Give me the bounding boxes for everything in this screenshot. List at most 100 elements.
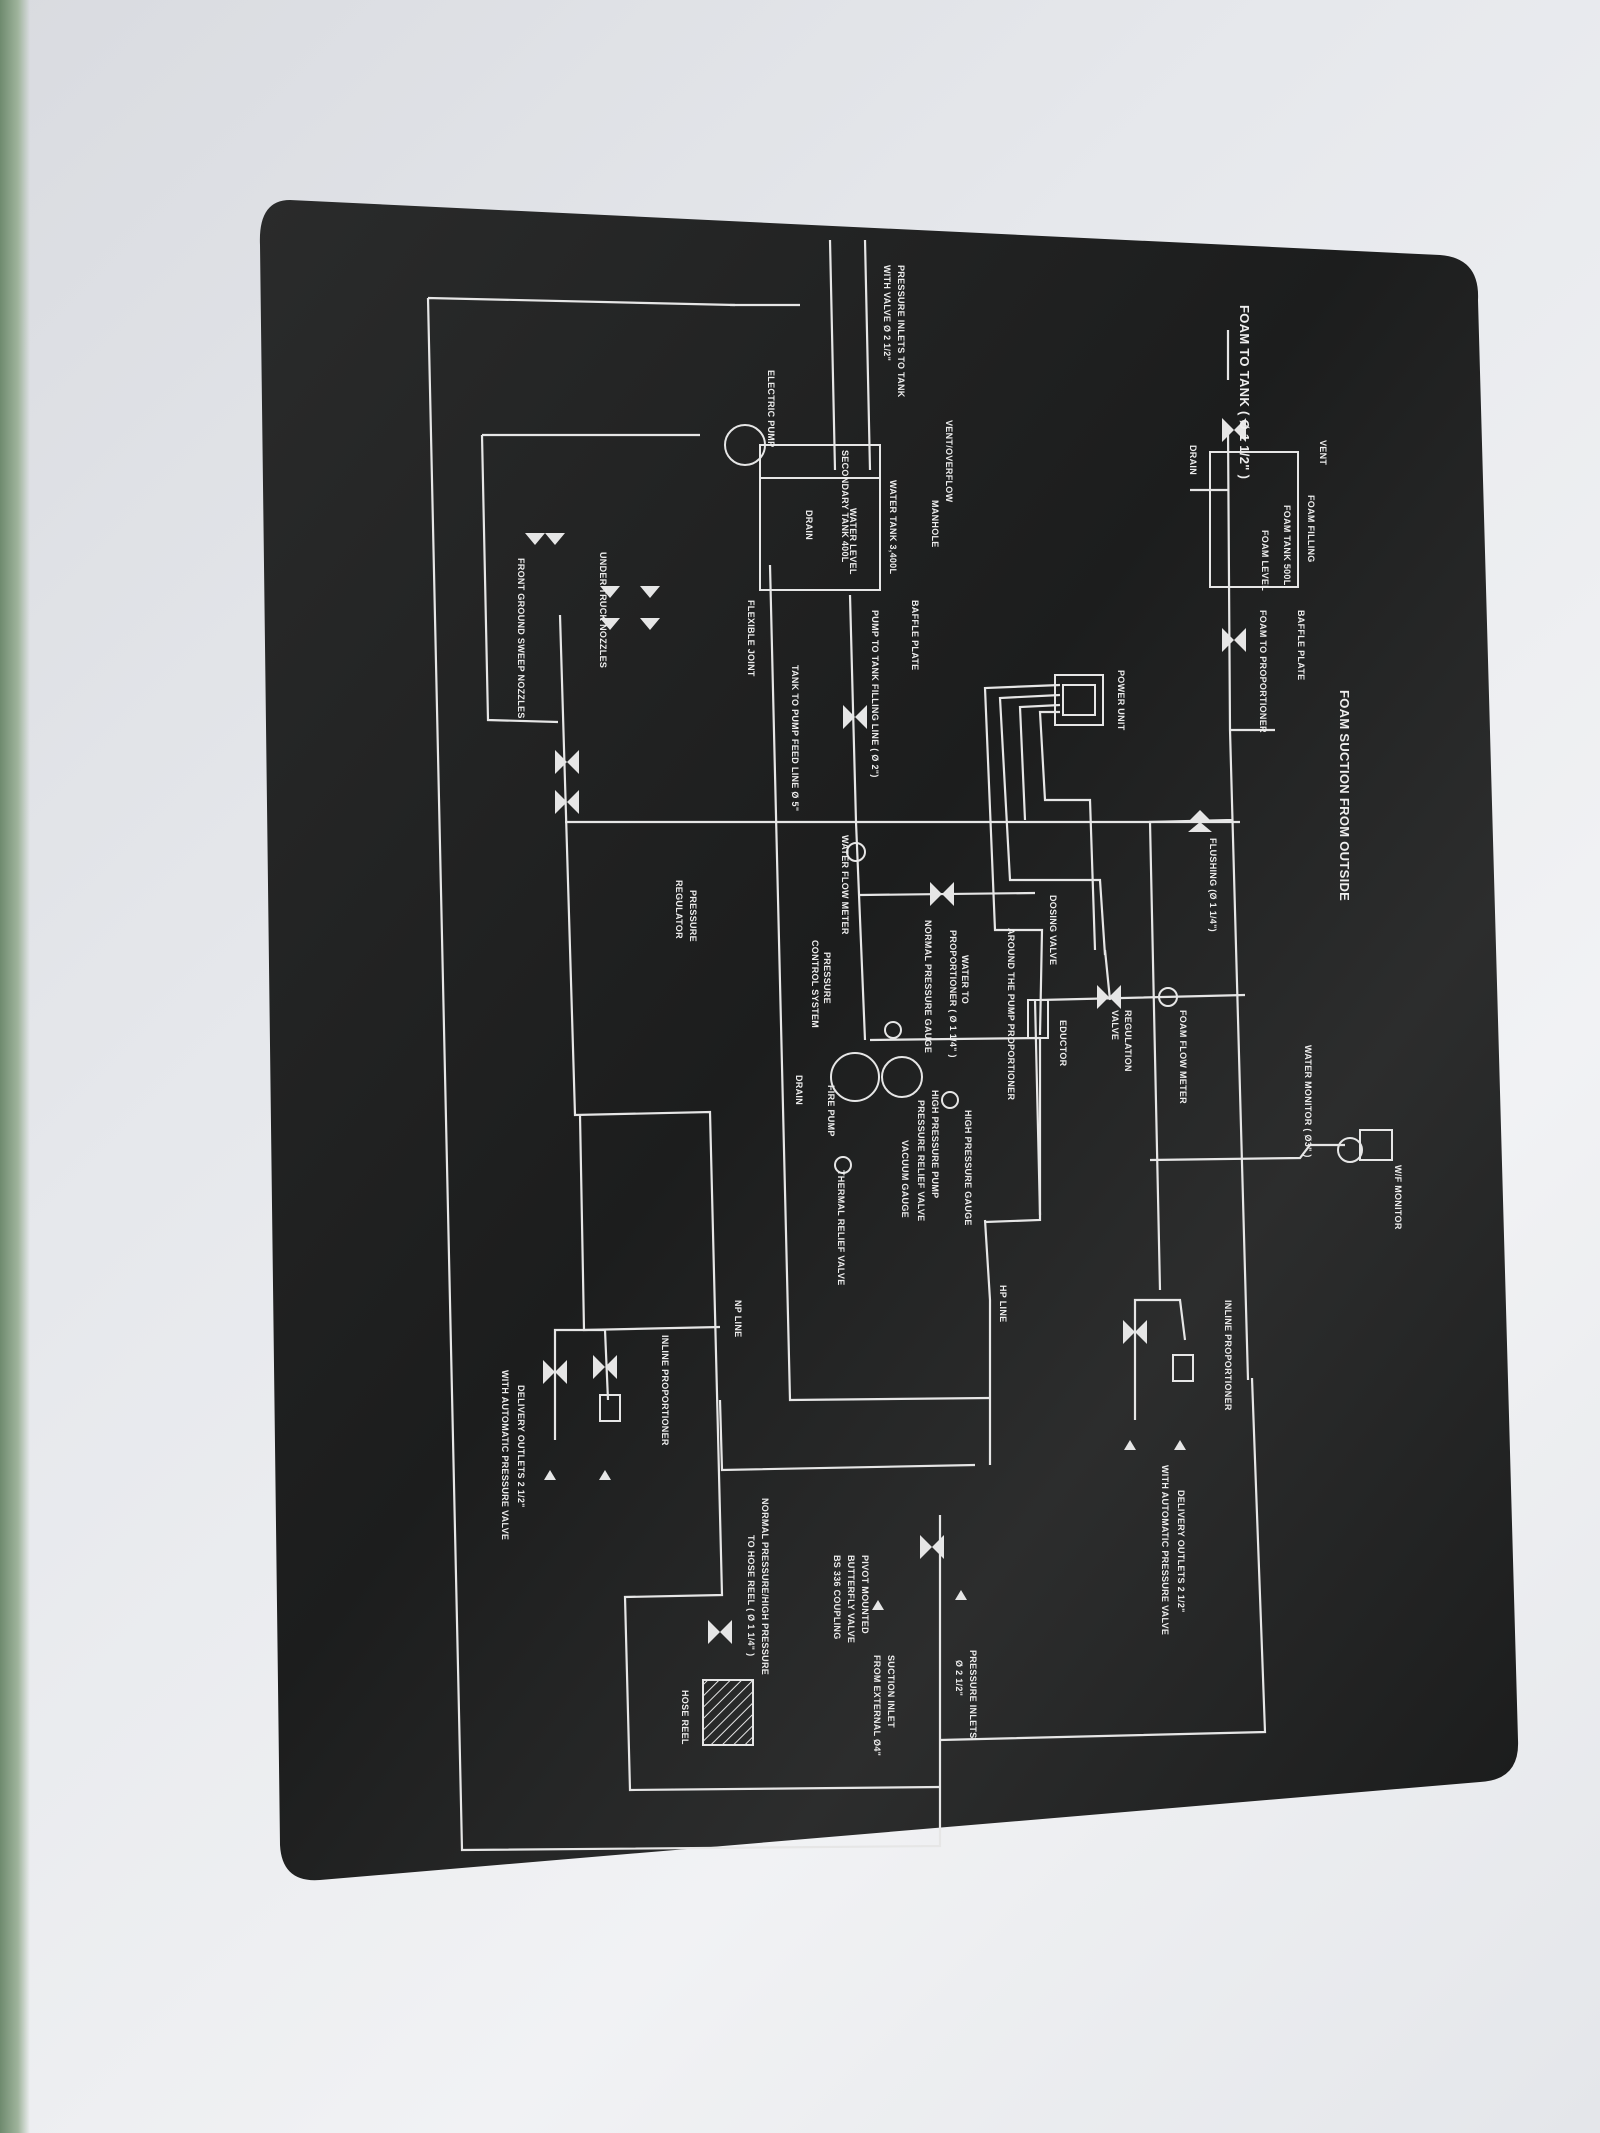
- high-pressure-pump: [881, 1056, 923, 1098]
- label-tank-to-pump: TANK TO PUMP FEED LINE Ø 5": [790, 665, 800, 811]
- label-water-to-2: PROPORTIONER ( Ø 1 1/4" ): [948, 930, 958, 1058]
- nozzles: [525, 533, 660, 630]
- label-baffle-plate-top: BAFFLE PLATE: [1296, 610, 1306, 680]
- left-delivery-lines: [553, 1328, 610, 1440]
- top-inlet-lines: [730, 239, 872, 471]
- label-hp-line: HP LINE: [998, 1285, 1008, 1322]
- label-foam-to-tank: FOAM TO TANK ( Ø 1 1/2" ): [1237, 305, 1252, 479]
- label-under-truck: UNDER TRUCK NOZZLES: [598, 552, 608, 668]
- label-foam-filling: FOAM FILLING: [1306, 495, 1316, 563]
- label-flushing: FLUSHING (Ø 1 1/4"): [1208, 838, 1218, 932]
- label-pressure-regulator-2: REGULATOR: [674, 880, 684, 939]
- label-high-pressure-gauge: HIGH PRESSURE GAUGE: [963, 1110, 973, 1226]
- label-delivery-left-1: DELIVERY OUTLETS 2 1/2": [516, 1385, 526, 1508]
- label-foam-suction: FOAM SUCTION FROM OUTSIDE: [1337, 690, 1352, 901]
- flow-arrows: [544, 1440, 1186, 1610]
- monitor-branch: [1149, 1143, 1345, 1162]
- label-pressure-inlets-top-1: PRESSURE INLETS TO TANK: [896, 265, 906, 398]
- right-delivery-lines: [1133, 1298, 1187, 1420]
- water-tank: [759, 444, 881, 591]
- label-pressure-control-2: CONTROL SYSTEM: [810, 940, 820, 1028]
- hp-line: [869, 1036, 1042, 1465]
- label-flexible-joint: FLEXIBLE JOINT: [746, 600, 756, 677]
- label-manhole: MANHOLE: [930, 500, 940, 548]
- label-normal-pressure-gauge: NORMAL PRESSURE GAUGE: [923, 920, 933, 1053]
- power-unit-cables: [983, 683, 1107, 1036]
- label-wf-monitor: W/F MONITOR: [1393, 1165, 1403, 1230]
- components: [525, 418, 1393, 1746]
- label-foam-level: FOAM LEVEL: [1260, 530, 1270, 591]
- label-foam-tank: FOAM TANK 500L: [1282, 505, 1292, 586]
- eductor: [1027, 999, 1049, 1039]
- label-vent: VENT: [1318, 440, 1328, 465]
- diagram-labels: FOAM TO TANK ( Ø 1 1/2" ) VENT DRAIN FOA…: [500, 265, 1403, 1756]
- label-dosing-valve: DOSING VALVE: [1048, 895, 1058, 965]
- label-delivery-right-2: WITH AUTOMATIC PRESSURE VALVE: [1160, 1465, 1170, 1635]
- vacuum-gauge: [834, 1156, 852, 1174]
- background-edge: [0, 0, 30, 2133]
- label-water-level: WATER LEVEL: [848, 508, 858, 575]
- label-pressure-regulator-1: PRESSURE: [688, 890, 698, 942]
- label-hose-reel-line-1: NORMAL PRESSURE/HIGH PRESSURE: [760, 1498, 770, 1675]
- label-water-to-1: WATER TO: [960, 955, 970, 1004]
- label-regulation-2: VALVE: [1110, 1010, 1120, 1040]
- label-foam-flow-meter: FOAM FLOW METER: [1178, 1010, 1188, 1104]
- high-pressure-gauge: [941, 1091, 959, 1109]
- label-water-flow-meter: WATER FLOW METER: [840, 835, 850, 935]
- label-delivery-right-1: DELIVERY OUTLETS 2 1/2": [1176, 1490, 1186, 1613]
- power-unit-box: [1054, 674, 1104, 726]
- hose-reel: [702, 1679, 754, 1746]
- label-hose-reel: HOSE REEL: [680, 1690, 690, 1745]
- label-pressure-inlets-bottom-1: PRESSURE INLETS: [968, 1650, 978, 1739]
- valves: [543, 418, 1246, 1644]
- label-drain-top: DRAIN: [1188, 445, 1198, 475]
- label-np-line: NP LINE: [733, 1300, 743, 1337]
- piping-diagram: [426, 239, 1345, 1852]
- label-eductor: EDUCTOR: [1058, 1020, 1068, 1067]
- label-vacuum-gauge: VACUUM GAUGE: [900, 1140, 910, 1218]
- foam-tank: [1209, 451, 1299, 588]
- electric-pump: [724, 424, 766, 466]
- nozzle-branch-line: [480, 433, 941, 1792]
- foam-flow-meter: [1158, 987, 1178, 1007]
- label-fire-pump: FIRE PUMP: [826, 1085, 836, 1137]
- outer-frame-line: [426, 296, 1267, 1852]
- normal-pressure-gauge: [884, 1021, 902, 1039]
- label-hose-reel-line-2: TO HOSE REEL ( Ø 1 1/4" ): [746, 1535, 756, 1656]
- inline-proportioner-right: [1172, 1354, 1194, 1382]
- label-suction-inlet-2: FROM EXTERNAL Ø4": [872, 1655, 882, 1756]
- label-pressure-control-1: PRESSURE: [822, 952, 832, 1004]
- foam-tank-lines: [1190, 330, 1275, 732]
- label-delivery-left-2: WITH AUTOMATIC PRESSURE VALVE: [500, 1370, 510, 1540]
- label-regulation-1: REGULATION: [1123, 1010, 1133, 1072]
- label-pressure-relief-valve: PRESSURE RELIEF VALVE: [916, 1100, 926, 1222]
- tank-feed-line: [768, 564, 991, 1402]
- label-water-monitor: WATER MONITOR ( Ø3" ): [1303, 1045, 1313, 1158]
- label-secondary-tank: SECONDARY TANK 400L: [840, 450, 850, 563]
- label-suction-inlet-1: SUCTION INLET: [886, 1655, 896, 1728]
- label-vent-overflow: VENT/OVERFLOW: [944, 420, 954, 503]
- fire-pump: [830, 1052, 880, 1102]
- label-thermal-relief: THERMAL RELIEF VALVE: [836, 1170, 846, 1286]
- label-pivot-3: BS 336 COUPLING: [832, 1555, 842, 1640]
- label-pressure-inlets-bottom-2: Ø 2 1/2": [954, 1660, 964, 1696]
- label-inline-proportioner-right: INLINE PROPORTIONER: [1223, 1300, 1233, 1411]
- label-water-tank: WATER TANK 3,400L: [888, 480, 898, 574]
- label-pivot-1: PIVOT MOUNTED: [860, 1555, 870, 1634]
- label-high-pressure-pump: HIGH PRESSURE PUMP: [930, 1090, 940, 1198]
- label-foam-to-proportioner: FOAM TO PROPORTIONER: [1258, 610, 1268, 733]
- inline-proportioner-left: [599, 1394, 621, 1422]
- regulation-branch: [859, 891, 1246, 1216]
- label-baffle-plate: BAFFLE PLATE: [910, 600, 920, 670]
- label-electric-pump: ELECTRIC PUMP: [766, 370, 776, 447]
- label-front-ground: FRONT GROUND SWEEP NOZZLES: [516, 558, 526, 719]
- label-pump-to-tank: PUMP TO TANK FILLING LINE ( Ø 2"): [870, 610, 880, 778]
- label-pressure-inlets-top-2: WITH VALVE Ø 2 1/2": [882, 265, 892, 361]
- label-around-pump: AROUND THE PUMP PROPORTIONER: [1006, 928, 1016, 1100]
- label-inline-proportioner-left: INLINE PROPORTIONER: [660, 1335, 670, 1446]
- label-drain-mid: DRAIN: [794, 1075, 804, 1105]
- label-pivot-2: BUTTERFLY VALVE: [846, 1555, 856, 1643]
- label-drain-left: DRAIN: [804, 510, 814, 540]
- water-flow-meter: [846, 842, 866, 862]
